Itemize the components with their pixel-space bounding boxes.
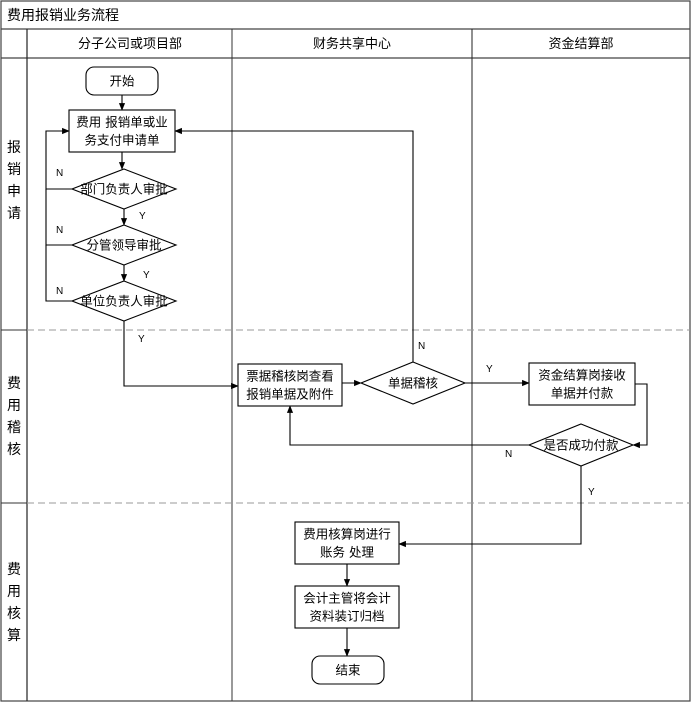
decision-diamond (527, 423, 635, 467)
phase-label-char: 费 (7, 562, 21, 578)
node-text-line: 务支付申请单 (84, 133, 159, 148)
edge-pay-success-to-bill-review (286, 405, 529, 446)
column-header-branch: 分子公司或项目部 (78, 37, 182, 52)
process-box (237, 363, 343, 407)
edge-labels: Y N Y N Y N Y N N Y (56, 168, 595, 498)
node-text-line: 开始 (109, 74, 135, 89)
edge-unit-approval-to-form (45, 245, 72, 302)
edge-label-yes: Y (486, 364, 493, 375)
phase-label-accounting: 费用核算 (7, 562, 21, 644)
column-header-treasury: 资金结算部 (548, 36, 613, 52)
edge-pay-success-to-bookkeeping (398, 466, 582, 548)
flow-edges (45, 95, 648, 657)
edge-label-no: N (418, 341, 425, 352)
diagram-title: 费用报销业务流程 (7, 8, 119, 24)
decision-diamond (70, 280, 178, 322)
node-dept-approval[interactable]: 部门负责人审批 (70, 168, 178, 210)
edge-payment-to-pay-success (632, 383, 648, 449)
phase-label-char: 费 (7, 376, 21, 392)
edge-label-no: N (56, 286, 63, 297)
phase-label-char: 用 (7, 398, 21, 414)
decision-diamond (70, 168, 178, 210)
phase-label-char: 算 (7, 628, 21, 644)
phase-label-char: 核 (7, 606, 21, 622)
edge-label-no: N (56, 225, 63, 236)
edge-doc-audit-to-form (174, 127, 414, 362)
node-text-line: 单位负责人审批 (80, 294, 168, 309)
phase-label-char: 用 (7, 584, 21, 600)
node-text-line: 资金结算岗接收 (538, 368, 626, 383)
node-text-line: 报销单据及附件 (246, 387, 334, 402)
terminal-shape (311, 655, 385, 685)
node-text-line: 是否成功付款 (543, 438, 619, 453)
node-text-line: 费用 报销单或业 (76, 115, 167, 130)
node-text-line: 单据并付款 (551, 386, 614, 401)
phase-label-char: 销 (7, 162, 21, 178)
edge-label-no: N (505, 449, 512, 460)
phase-label-char: 稽 (7, 420, 21, 436)
node-text-line: 分管领导审批 (86, 238, 161, 253)
edge-label-no: N (56, 168, 63, 179)
node-unit-approval[interactable]: 单位负责人审批 (70, 280, 178, 322)
node-end[interactable]: 结束 (311, 655, 385, 685)
node-pay-success[interactable]: 是否成功付款 (527, 423, 635, 467)
node-text-line: 单据稽核 (388, 376, 439, 391)
edge-label-yes: Y (588, 487, 595, 498)
edge-label-yes: Y (138, 334, 145, 345)
phase-label-char: 报 (7, 140, 21, 156)
node-doc-audit[interactable]: 单据稽核 (359, 361, 467, 405)
column-header-fssc: 财务共享中心 (313, 36, 391, 52)
process-box (294, 585, 400, 629)
decision-diamond (359, 361, 467, 405)
edge-label-yes: Y (143, 270, 150, 281)
process-box (294, 521, 400, 565)
edge-unit-approval-to-bill-review (123, 321, 239, 390)
phase-label-char: 核 (7, 442, 21, 458)
node-text-line: 资料装订归档 (309, 609, 384, 624)
edge-dept-approval-to-form (45, 127, 72, 190)
edge-label-yes: Y (139, 211, 146, 222)
process-box (528, 362, 636, 406)
node-start[interactable]: 开始 (85, 66, 159, 96)
phase-label-char: 申 (7, 184, 21, 200)
phase-label-char: 请 (7, 206, 21, 222)
node-text-line: 部门负责人审批 (80, 182, 168, 197)
decision-diamond (70, 224, 178, 266)
node-text-line: 费用核算岗进行 (303, 527, 391, 542)
terminal-shape (85, 66, 159, 96)
process-box (68, 109, 176, 153)
node-leader-approval[interactable]: 分管领导审批 (70, 224, 178, 266)
node-text-line: 票据稽核岗查看 (246, 369, 334, 384)
node-text-line: 结束 (335, 663, 361, 678)
node-text-line: 会计主管将会计 (303, 591, 391, 606)
node-text-line: 账务 处理 (320, 545, 374, 560)
